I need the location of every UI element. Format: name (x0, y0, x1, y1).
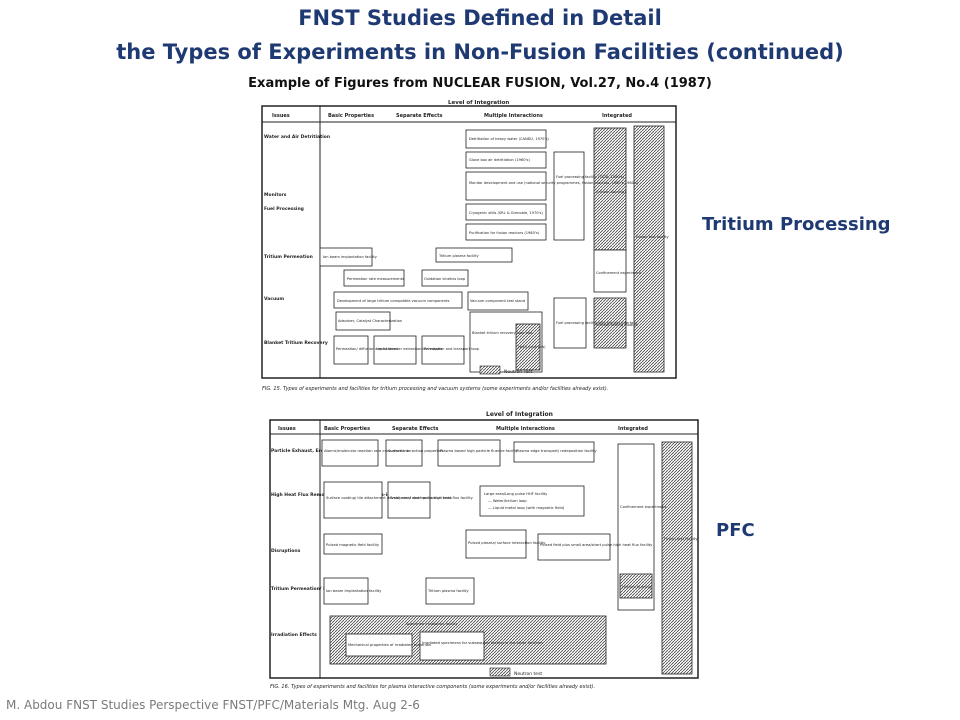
box-heavy-water: Detritiation of heavy water (CANDU, 1970… (469, 137, 549, 141)
row-particle-exhaust: Particle Exhaust, Erosion and Recycling (271, 448, 371, 454)
box-perm-diffusion: Permeation/ diffusion mechanisms (336, 347, 398, 351)
box-adsorber: Adsorber, Catalyst Characterization (338, 319, 402, 323)
box-mechanical-properties: Mechanical properties of irradiated mate… (348, 643, 431, 647)
box-atomic-molecular: Atomic/molecular reaction rate cross-sec… (324, 449, 409, 453)
box-ion-beam: Ion beam implantation facility (323, 255, 378, 259)
box-tritium-burning: (tritium burning) (596, 190, 626, 194)
box-vacuum-dev: Development of large tritium compatible … (337, 299, 449, 303)
row-irradiation: Irradiation Effects (271, 632, 317, 638)
box-blanket-loop: Blanket tritium recovery loop test (472, 331, 533, 335)
box-with-neutrons: (with neutrons) (518, 345, 546, 349)
fig15-caption: FIG. 15. Types of experiments and facili… (262, 386, 608, 392)
box-fusion-test: Fusion test facility (636, 235, 670, 239)
box-purification: Purification for fusion reactors (1980's… (469, 231, 540, 235)
box-surface-interaction: Surface interaction properties (388, 449, 443, 453)
box-blanket-module: Blanket testing module (596, 323, 639, 327)
box-pulsed-plasma: Pulsed plasma/ surface interaction facil… (468, 541, 546, 545)
box-permeation-rate: Permeation rate measurements (347, 277, 404, 281)
box-perm-transport: Permeation and transport loop (424, 347, 480, 351)
box-plasma-edge: Plasma edge transport/ redeposition faci… (516, 449, 597, 453)
col-issues: Issues (272, 113, 290, 119)
figure-16-pfc-diagram: Level of Integration Issues Basic Proper… (266, 404, 702, 698)
slide-title-line1: FNST Studies Defined in Detail (298, 6, 662, 30)
box-confinement: Confinement experiment (596, 271, 642, 275)
legend-neutron-test: Neutron Test (504, 369, 533, 375)
figure-15-tritium-diagram: Level of Integration Issues Basic Proper… (258, 98, 680, 396)
box-water-helium-loop: — Water/helium loop (488, 499, 527, 503)
row-water-air: Water and Air Detritiation (264, 134, 330, 140)
box-specimen-irradiation: Specimen irradiation facility (406, 622, 459, 626)
row-vacuum: Vacuum (264, 296, 284, 302)
box-liquid-breeder: Liquid breeder extraction techniques (376, 347, 442, 351)
box-liquid-metal-loop: — Liquid metal loop (with magnetic field… (488, 506, 565, 510)
box-confinement: Confinement experiment (620, 505, 667, 509)
col-multiple: Multiple Interactions (496, 426, 555, 432)
box-monitor-dev: Monitor development and use (national se… (469, 181, 639, 185)
fig16-caption: FIG. 16. Types of experiments and facili… (270, 684, 595, 690)
level-heading: Level of Integration (448, 100, 509, 106)
box-small-area-hhf: Small area/ short pulse high heat flux f… (390, 496, 474, 500)
row-permeation: Tritium Permeation (264, 254, 313, 260)
label-tritium-processing: Tritium Processing (702, 214, 891, 235)
box-tritium-plasma: Tritium plasma facility (427, 589, 469, 593)
box-irradiated-specimens: Irradiated specimens for subsequent test… (422, 641, 543, 645)
box-large-area-hhf: Large area/Long pulse HHF facility (484, 492, 548, 496)
row-fuel: Fuel Processing (264, 206, 304, 212)
fig15-boxes (319, 125, 665, 373)
row-tritium-retention: Tritium Permeation/ Retention (271, 586, 348, 592)
col-basic: Basic Properties (328, 113, 374, 119)
box-vacuum-stand: Vacuum component test stand (470, 299, 525, 303)
box-pulsed-field-plus: Pulsed field plus small area/short pulse… (540, 543, 653, 547)
col-issues: Issues (278, 426, 296, 432)
fig16-boxes (321, 439, 693, 675)
col-basic: Basic Properties (324, 426, 370, 432)
col-multiple: Multiple Interactions (484, 113, 543, 119)
slide-title-line2: the Types of Experiments in Non-Fusion F… (116, 40, 844, 64)
box-tritium-burning: (tritium burning) (622, 585, 653, 589)
row-blanket: Blanket Tritium Recovery (264, 340, 328, 346)
footer-text: M. Abdou FNST Studies Perspective FNST/P… (6, 698, 420, 712)
row-monitors: Monitors (264, 192, 287, 198)
box-tritium-plasma: Tritium plasma facility (438, 254, 480, 258)
box-cryogenic: Cryogenic stills (SRL & Grenoble, 1970's… (469, 211, 543, 215)
box-surface-coating: Surface coating/ tile attachment develop… (326, 496, 452, 500)
col-integrated: Integrated (602, 113, 632, 119)
box-fuel-tsta: Fuel processing facility (TSTA, 1980's) (556, 175, 625, 179)
legend-neutron-test: Neutron test (514, 671, 542, 677)
row-disruptions: Disruptions (271, 548, 301, 554)
label-pfc: PFC (716, 520, 755, 541)
level-heading: Level of Integration (486, 411, 553, 418)
legend-swatch (489, 667, 511, 677)
col-integrated: Integrated (618, 426, 648, 432)
slide-subtitle: Example of Figures from NUCLEAR FUSION, … (248, 76, 712, 91)
box-glove-box: Glove box air detritiation (1960's) (469, 158, 530, 162)
box-fusion-test: Fusion test facility (664, 537, 698, 541)
box-oxidation: Oxidation kinetics loop (424, 277, 466, 281)
col-separate: Separate Effects (392, 426, 439, 432)
col-separate: Separate Effects (396, 113, 443, 119)
legend-swatch (479, 365, 501, 375)
box-fuel-blanket: Fuel processing facility with blanket in… (556, 321, 638, 325)
box-pulsed-magnetic: Pulsed magnetic field facility (326, 543, 380, 547)
box-plasma-fluence: Plasma based high particle fluence facil… (440, 449, 519, 453)
box-ion-beam: Ion beam implantation facility (326, 589, 382, 593)
